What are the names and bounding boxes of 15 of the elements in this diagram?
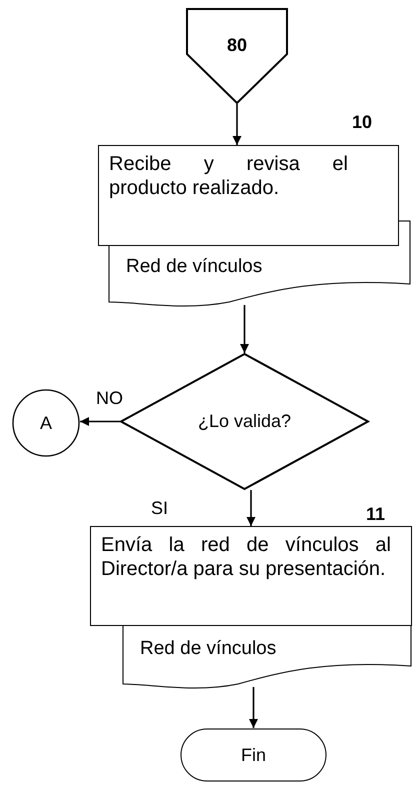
node-label: ¿Lo valida? (198, 411, 292, 432)
arrow (240, 305, 249, 353)
arrow (80, 417, 120, 426)
process-box: Envía la red de vínculos al Director/a para su presentación. (90, 526, 412, 626)
step-number: 11 (366, 504, 386, 525)
node-label: Fin (240, 744, 266, 766)
node-label: A (40, 412, 52, 434)
node-label: Red de vínculos (126, 256, 262, 278)
arrow (249, 687, 258, 728)
step-number: 10 (352, 112, 372, 133)
process-box: Recibe y revisa el producto realizado. (98, 145, 399, 246)
node-label: Red de vínculos (140, 638, 276, 660)
arrow (232, 104, 242, 145)
arrow (246, 490, 256, 526)
node-label: 80 (226, 34, 248, 56)
